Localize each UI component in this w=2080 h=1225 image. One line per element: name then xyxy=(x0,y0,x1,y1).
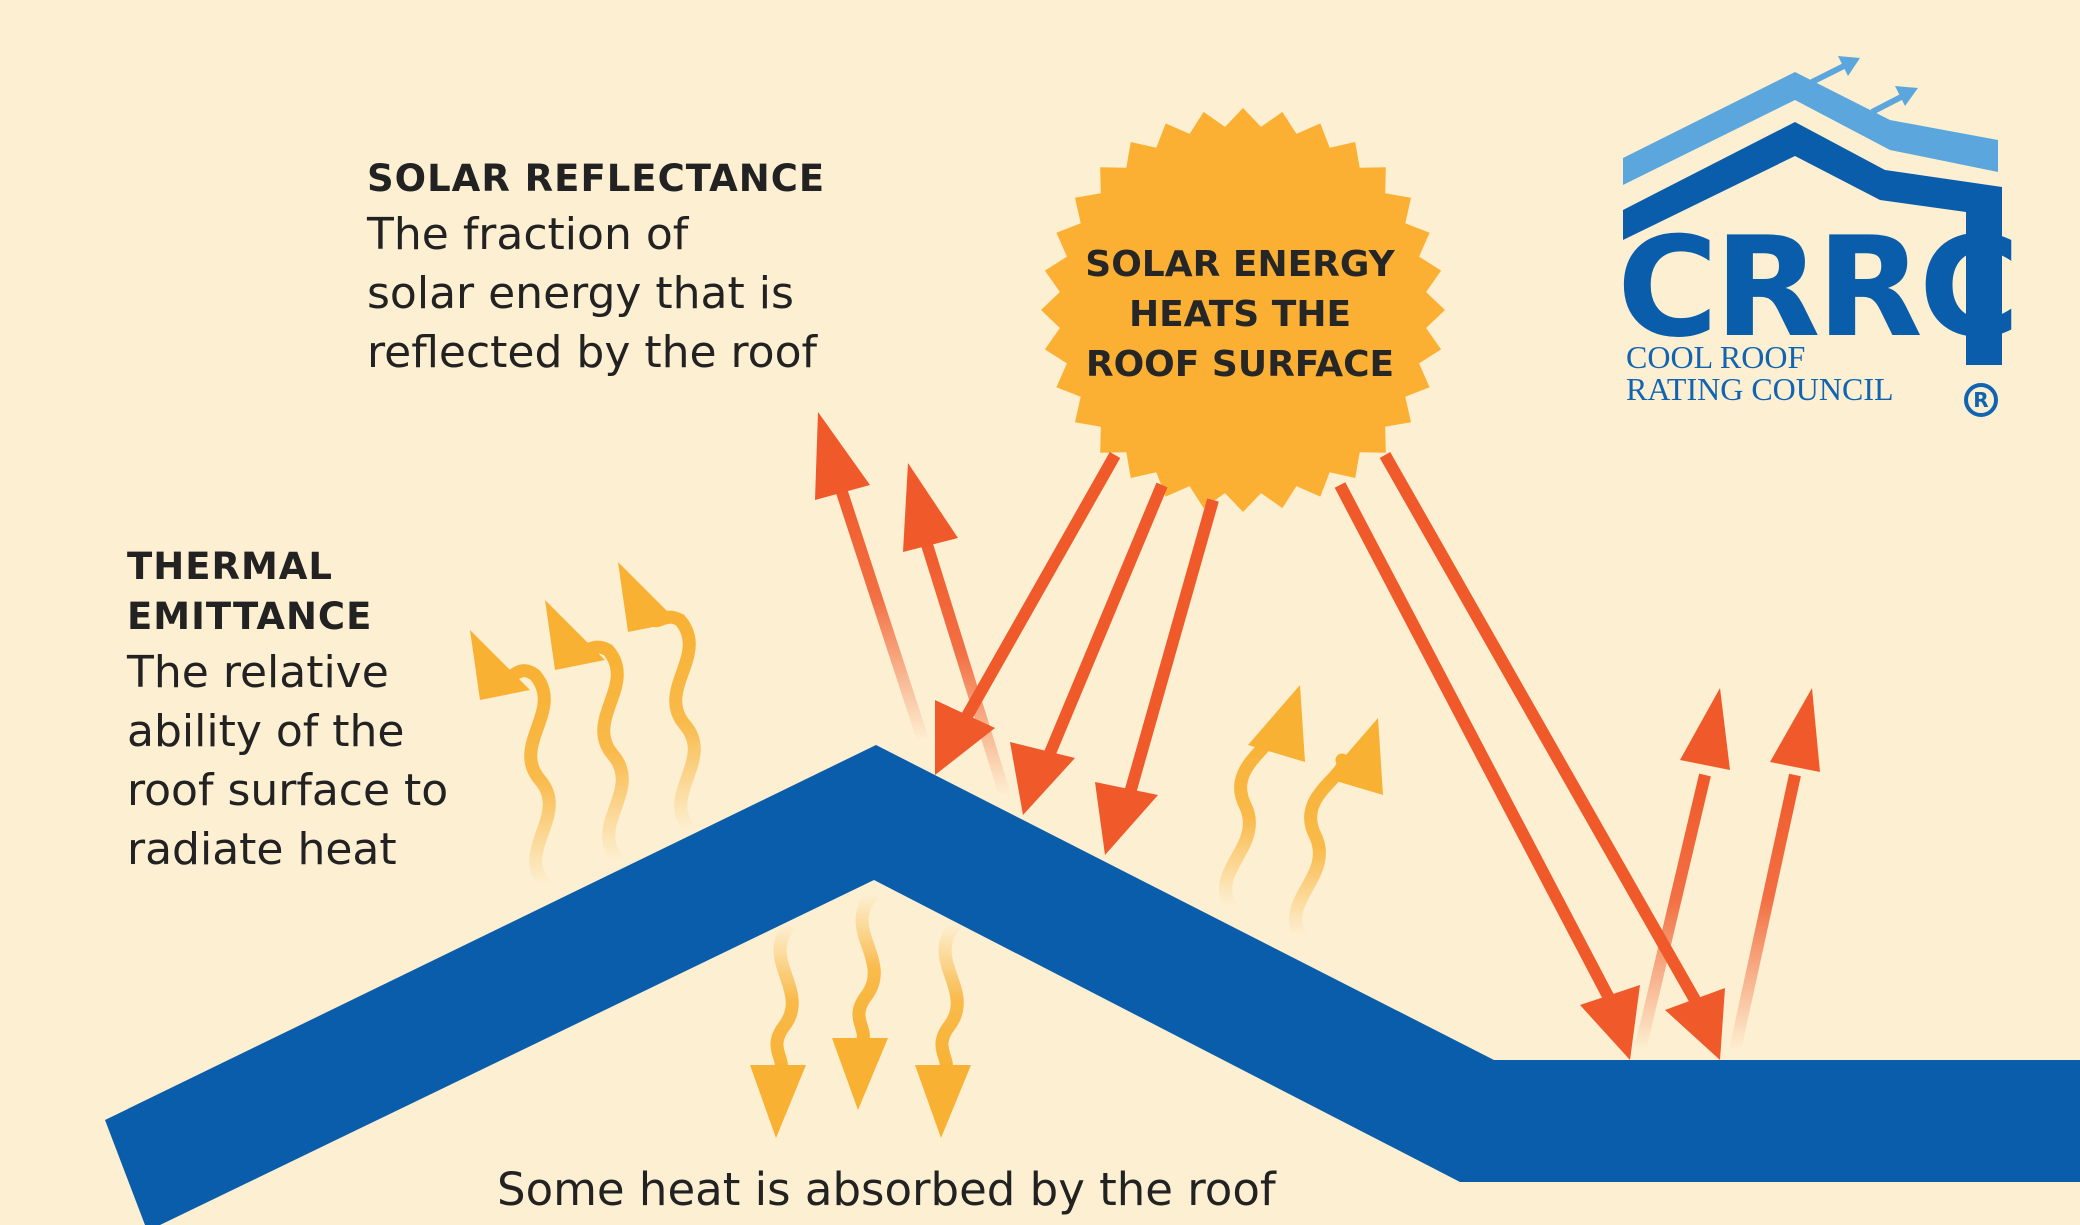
incoming-solar-arrow-icon xyxy=(952,452,1701,1003)
solar-reflectance-line-3: reflected by the roof xyxy=(367,327,818,378)
heat-wave-arrowhead xyxy=(750,1038,971,1138)
heat-wave-arrowhead xyxy=(470,562,678,700)
thermal-emittance-line-3: roof surface to xyxy=(127,765,449,816)
heat-wave-arrow-icon xyxy=(1219,723,1350,942)
solar-reflectance-line-1: The fraction of xyxy=(367,209,689,260)
thermal-emittance-title-2: EMITTANCE xyxy=(127,595,373,638)
thermal-emittance-title-1: THERMAL xyxy=(127,545,334,588)
sun-label-line-1: SOLAR ENERGY xyxy=(1085,244,1395,285)
thermal-emittance-line-2: ability of the xyxy=(127,706,405,757)
thermal-emittance-line-1: The relative xyxy=(127,647,389,698)
reflected-arrow-icon xyxy=(1634,688,1820,1052)
thermal-emittance-line-4: radiate heat xyxy=(127,824,397,875)
roof-shape xyxy=(105,745,2080,1225)
logo-line-1: COOL ROOF xyxy=(1626,339,1806,375)
house-roof-logo-icon xyxy=(1623,56,2002,365)
sun-icon xyxy=(1041,108,1445,512)
sun-label-line-3: ROOF SURFACE xyxy=(1085,344,1395,385)
logo-line-2: RATING COUNCIL xyxy=(1626,371,1894,407)
heat-wave-arrow-icon xyxy=(770,888,964,1082)
heat-wave-arrowhead xyxy=(1248,685,1383,795)
reflected-arrow-icon xyxy=(815,412,1011,797)
solar-reflectance-title: SOLAR REFLECTANCE xyxy=(367,157,826,200)
solar-reflectance-line-2: solar energy that is xyxy=(367,268,794,319)
absorbed-heat-caption: Some heat is absorbed by the roof xyxy=(497,1163,1276,1216)
incoming-solar-arrowhead xyxy=(935,700,1725,1060)
logo-acronym: CRRC xyxy=(1617,207,2020,368)
sun-label-line-2: HEATS THE xyxy=(1128,294,1352,335)
registered-mark-icon: R xyxy=(1964,383,1998,417)
